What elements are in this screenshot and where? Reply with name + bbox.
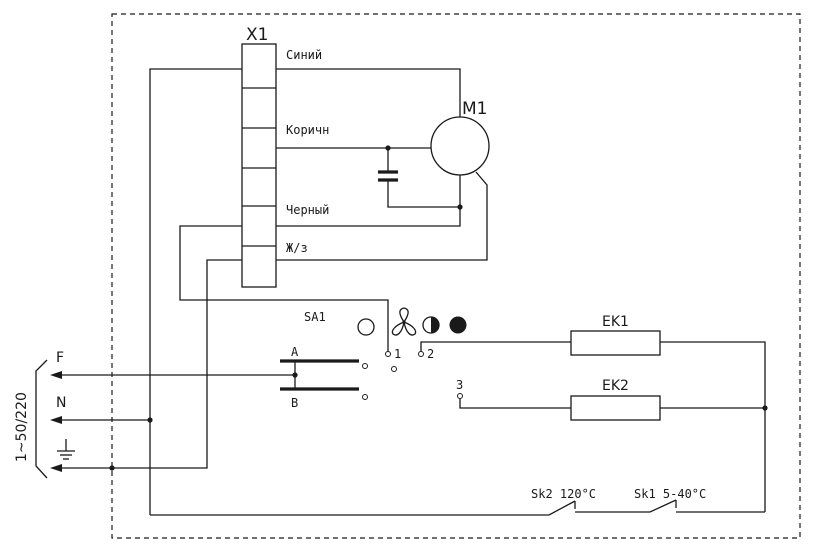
supply-f-label: F (56, 350, 64, 366)
contact-a-label: A (291, 345, 299, 359)
supply-n-label: N (56, 395, 66, 411)
supply-voltage-label: 1~50/220 (14, 392, 30, 462)
motor-label: M1 (462, 99, 487, 119)
heater-ek1-label: EK1 (602, 314, 629, 330)
wire-label-yellow-green: Ж/з (286, 241, 308, 255)
terminal-1 (385, 351, 391, 357)
full-power-icon (449, 316, 467, 334)
motor-m1 (430, 116, 490, 176)
terminal-2 (418, 351, 424, 357)
contact-b-label: B (291, 396, 298, 410)
heater-ek1 (420, 330, 766, 512)
thermostat-sk2-label: Sk2 120°C (531, 487, 596, 501)
terminal-2-label: 2 (427, 347, 434, 361)
terminal-3-label: 3 (456, 378, 463, 392)
half-power-icon (422, 316, 440, 334)
fan-icon (391, 307, 417, 336)
x1-label: X1 (246, 25, 268, 45)
wire-blue (149, 68, 461, 515)
terminal-1-label: 1 (394, 347, 401, 361)
wire-label-blue: Синий (286, 48, 322, 62)
thermostat-sk1-label: Sk1 5-40°C (634, 487, 706, 501)
wire-brown (276, 145, 460, 208)
housing-frame (111, 13, 801, 539)
switch-label: SA1 (304, 310, 326, 324)
mode-icons (357, 307, 467, 336)
supply-line-f (50, 371, 295, 379)
heater-ek2-label: EK2 (602, 378, 629, 394)
supply-bracket (35, 359, 48, 479)
ground-icon (57, 439, 75, 460)
thermostat-chain (150, 499, 765, 516)
wire-label-black: Черный (286, 203, 329, 217)
supply-line-earth (50, 464, 115, 472)
wire-earth (58, 171, 488, 469)
terminal-block-x1 (241, 43, 277, 288)
wire-label-brown: Коричн (286, 123, 329, 137)
wire-black (179, 175, 463, 352)
off-mode-icon (357, 318, 375, 336)
terminal-3 (457, 393, 463, 399)
supply-line-n (50, 416, 153, 424)
heater-ek2 (459, 395, 768, 421)
